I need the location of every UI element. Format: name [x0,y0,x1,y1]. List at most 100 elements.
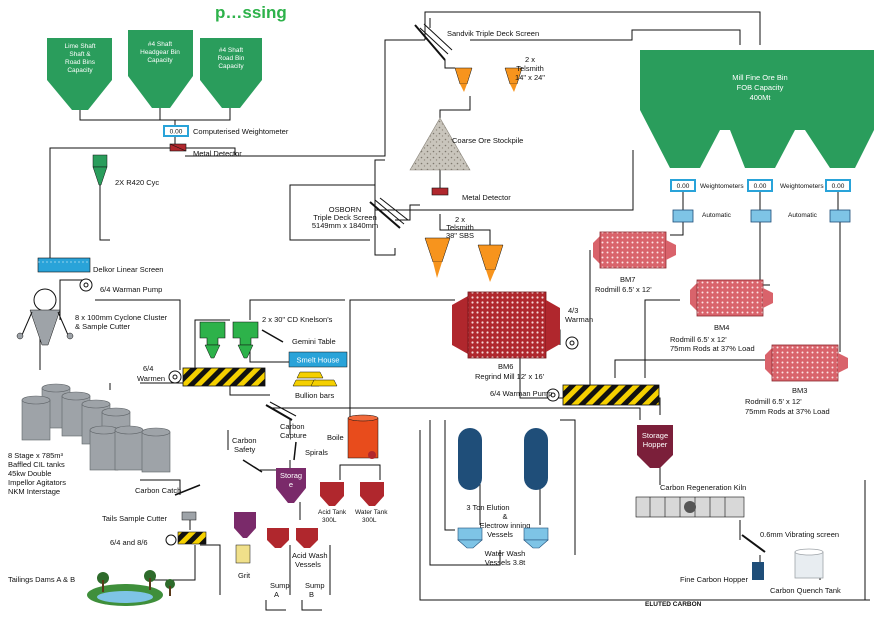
r420-cyclone: 2X R420 Cyc [92,154,159,187]
cyclone-cluster: 8 x 100mm Cyclone Cluster & Sample Cutte… [16,288,168,346]
kiln-label: Carbon Regeneration Kiln [660,483,746,492]
ore-bin-2-shape [128,30,193,108]
bm7-label: BM7 [620,275,635,284]
bin3-line3: Capacity [218,63,244,70]
carbon-safety: Carbon Safety [232,436,263,473]
metal-detector-1: Metal Detector [169,143,242,158]
acid-tank-line1: Acid Tank [318,509,347,516]
regrind-label: Regrind Mill 12' x 16' [475,372,545,381]
computerised-weightometer: 0.00 Computerised Weightometer [163,125,289,137]
water-wash-line1: Water Wash [485,549,526,558]
ore-bin-1-shape [47,38,112,110]
warman-43-line1: 4/3 [568,306,578,315]
water-wash-line2: Vessels 3.8t [485,558,526,567]
telsmith-mid-line3: 38" SBS [446,231,474,240]
header-text: p…ssing [215,3,287,22]
elution-line3: Electrow inning [480,521,531,530]
boiler-label: Boile [327,433,344,442]
coarse-ore-stockpile: Coarse Ore Stockpile [409,117,523,171]
weighto-readout-1: 0.00 [677,183,690,190]
telsmith-top-line1: 2 x [525,55,535,64]
telsmith-mid: 2 x Telsmith 38" SBS [424,215,504,282]
rodmill-bm3: BM3 Rodmill 6.5' x 12' 75mm Rods at 37% … [745,344,848,416]
bin2-line3: Capacity [147,57,173,64]
storage-hopper: Storage Hopper [637,425,673,468]
storage-vessel: Storag e [276,468,306,503]
sump-a-line1: Sump [270,581,290,590]
bm3-spec-1: Rodmill 6.5' x 12' [745,397,802,406]
sandvik-label: Sandvik Triple Deck Screen [447,29,539,38]
tails-sample-label: Tails Sample Cutter [102,514,168,523]
bm4-spec-2: 75mm Rods at 37% Load [670,344,755,353]
storage-line1: Storag [280,471,302,480]
vibrating-screen: 0.6mm Vibrating screen [741,530,839,553]
osborn-screen: OSBORN Triple Deck Screen 5149mm x 1840m… [312,197,409,230]
telsmith-mid-line2: Telsmith [446,223,474,232]
telsmith-top-line2: Telsmith [516,64,544,73]
sumps: Sump A Sump B [265,581,325,611]
warmen-64-sump: 6/4 Warmen [137,364,266,387]
weightometer-readout: 0.00 [170,129,183,136]
coarse-ore-label: Coarse Ore Stockpile [452,136,523,145]
weightometers-label-1: Weightometers [700,183,744,190]
sump-b-line2: B [309,590,314,599]
fob-line3: 400Mt [750,93,772,102]
acid-wash-line1: Acid Wash [292,551,328,560]
carbon-capture-line1: Carbon [280,422,305,431]
grit-vessel: Grit [234,512,256,580]
regrind-mill-bm6: BM6 Regrind Mill 12' x 16' [452,291,560,381]
elution-line1: 3 Ton Elution [466,503,509,512]
tails-pumps: 6/4 and 8/6 [110,531,207,547]
carbon-quench-tank: Carbon Quench Tank [770,548,841,595]
cil-line3: 45kw Double [8,469,51,478]
rodmill-bm4: BM4 Rodmill 6.5' x 12' 75mm Rods at 37% … [670,279,773,353]
fine-carbon-hopper: Fine Carbon Hopper [680,562,764,584]
warmen-64-line1: 6/4 [143,364,153,373]
grit-label: Grit [238,571,251,580]
delkor-label: Delkor Linear Screen [93,265,163,274]
cyc-label: 2X R420 Cyc [115,178,159,187]
acid-wash-vessels: Acid Wash Vessels [267,528,328,569]
tailings-label: Tailings Dams A & B [8,575,75,584]
bin1-line1: Lime Shaft [64,43,95,50]
cyclone-cluster-line2: & Sample Cutter [75,322,131,331]
water-wash-vessels: Water Wash Vessels 3.8t [457,527,549,567]
bm3-spec-2: 75mm Rods at 37% Load [745,407,830,416]
metal-detector-2-label: Metal Detector [462,193,511,202]
bullion-label: Bullion bars [295,391,334,400]
storage-hopper-line1: Storage [642,431,668,440]
bin1-line2: Shaft & [69,51,91,58]
tails-sample-cutter: Tails Sample Cutter [102,511,197,523]
ore-bin-3-shape [200,38,262,108]
eluted-carbon-label: ELUTED CARBON [645,601,702,608]
water-tank-line1: Water Tank [355,509,388,516]
main-sump: 6/4 Warman Pump [490,384,660,406]
ore-bin-2: #4 Shaft Headgear Bin Capacity [128,30,193,108]
bin1-line3: Road Bins [65,59,96,66]
bm3-label: BM3 [792,386,807,395]
ore-bin-1: Lime Shaft Shaft & Road Bins Capacity [47,38,112,110]
carbon-safety-line1: Carbon [232,436,257,445]
spirals-label: Spirals [305,448,328,457]
weightometers-label-2: Weightometers [780,183,824,190]
sump-b-line1: Sump [305,581,325,590]
cyclone-cluster-line1: 8 x 100mm Cyclone Cluster [75,313,168,322]
bm4-label: BM4 [714,323,729,332]
sandvik-screen: Sandvik Triple Deck Screen [414,23,539,61]
fob-line1: Mill Fine Ore Bin [732,73,787,82]
bin3-line2: Road Bin [218,55,245,62]
vib-screen-label: 0.6mm Vibrating screen [760,530,839,539]
cil-line5: NKM Interstage [8,487,60,496]
warmen-64-line2: Warmen [137,374,165,383]
acid-wash-line2: Vessels [295,560,321,569]
bin2-line1: #4 Shaft [148,41,172,48]
storage-hopper-line2: Hopper [643,440,668,449]
gemini-label: Gemini Table [292,337,336,346]
acid-water-tanks: Acid Tank 300L Water Tank 300L [318,482,388,524]
elution-line4: Vessels [487,530,513,539]
rodmill-bm7: BM7 Rodmill 6.5' x 12' [593,231,676,294]
fine-ore-bin-shape [640,50,874,168]
bm4-spec-1: Rodmill 6.5' x 12' [670,335,727,344]
cil-line4: Impellor Agitators [8,478,66,487]
